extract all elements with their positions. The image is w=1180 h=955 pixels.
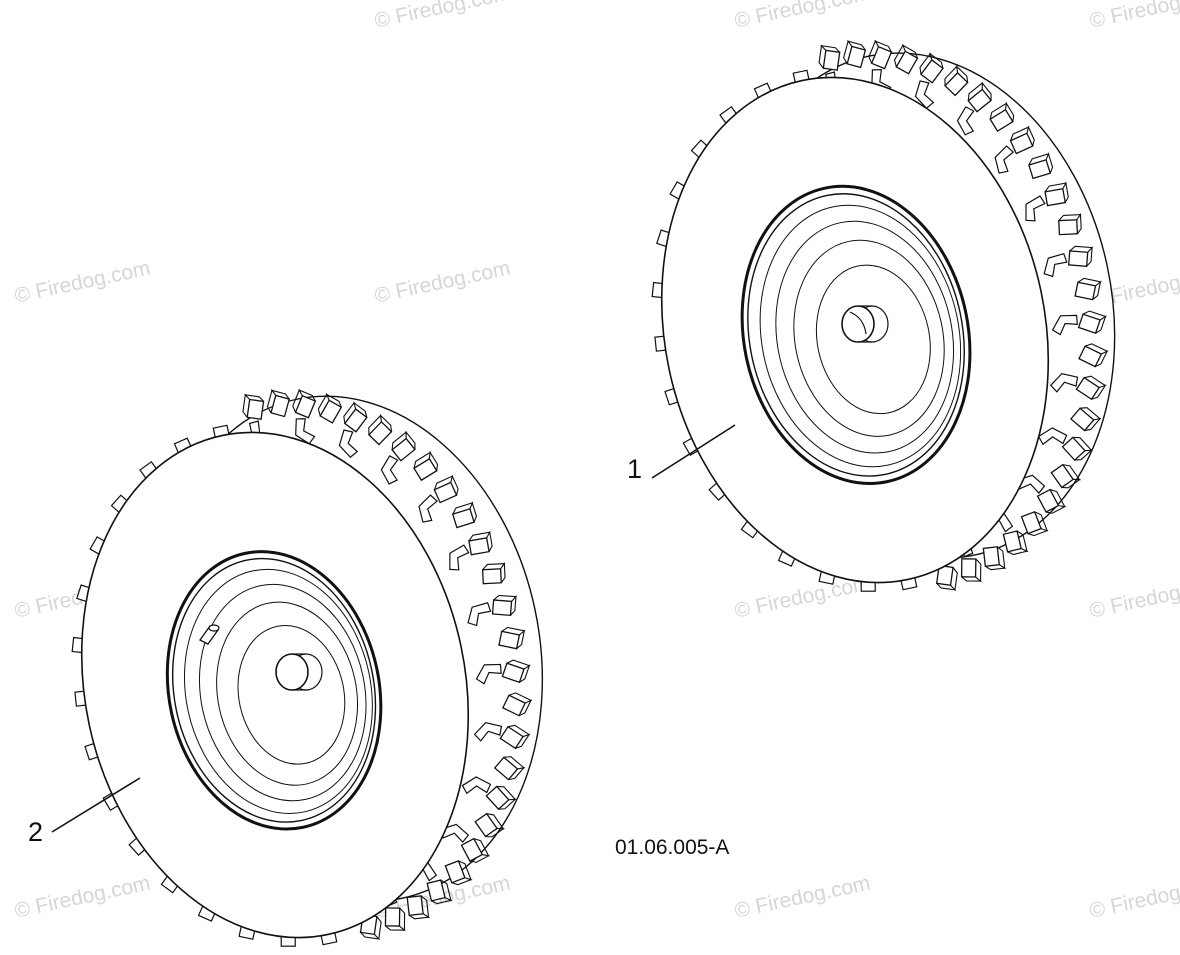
tread-lug xyxy=(498,626,526,650)
tread-lug xyxy=(967,81,992,113)
tread-lug xyxy=(499,724,531,750)
tread-lug xyxy=(501,659,531,684)
tread-chevron xyxy=(473,722,503,742)
axle-hub xyxy=(275,653,323,691)
tread-lug xyxy=(1070,407,1102,432)
tread-lug xyxy=(266,389,291,418)
tread-chevron xyxy=(1037,427,1068,446)
tread-lug xyxy=(1044,181,1069,207)
tread-lug xyxy=(444,860,473,886)
axle-hub xyxy=(841,305,889,343)
tread-chevron xyxy=(449,544,470,571)
leader-line-2 xyxy=(51,777,141,833)
tread-lug xyxy=(474,812,506,838)
tread-lug xyxy=(893,44,919,75)
tread-chevron xyxy=(1043,252,1068,278)
wheel-assembly-2 xyxy=(71,388,544,947)
tread-lug xyxy=(935,564,958,592)
tread-chevron xyxy=(380,455,399,485)
tread-lug xyxy=(1074,277,1102,301)
tread-lug xyxy=(451,501,478,529)
tread-lug xyxy=(242,393,265,420)
tread-lug xyxy=(491,594,518,617)
tread-lug xyxy=(368,414,393,446)
tread-lug xyxy=(317,393,343,424)
valve-stem xyxy=(199,624,220,645)
tread-lug xyxy=(413,450,439,482)
tread-chevron xyxy=(475,663,502,685)
tread-lug xyxy=(406,895,431,920)
tread-chevron xyxy=(461,776,492,795)
tread-chevron xyxy=(1025,195,1046,222)
tread-lug xyxy=(343,401,368,433)
tread-lug xyxy=(1077,310,1107,335)
tread-lug xyxy=(1036,488,1067,514)
tread-chevron xyxy=(440,823,470,844)
tread-chevron xyxy=(467,602,492,627)
tread-lug xyxy=(1050,463,1082,489)
tread-lug xyxy=(982,546,1007,571)
tread-chevron xyxy=(956,106,975,136)
tread-lug xyxy=(868,39,893,70)
tread-chevron xyxy=(295,418,316,445)
tread-lug xyxy=(501,692,533,717)
callout-label-2: 2 xyxy=(28,817,44,847)
callout-label-1: 1 xyxy=(627,454,643,484)
tread-chevron xyxy=(338,429,359,459)
tread-lug xyxy=(468,530,493,556)
tread-lug xyxy=(460,837,491,863)
tread-lug xyxy=(1002,530,1029,556)
tread-lug xyxy=(485,785,517,811)
tread-chevron xyxy=(1049,372,1079,393)
tread-lug xyxy=(1020,510,1049,537)
tread-lug xyxy=(433,474,459,504)
tread-lug xyxy=(818,44,841,71)
tread-lug xyxy=(493,756,526,781)
tread-lug xyxy=(1078,343,1109,368)
leader-line-1 xyxy=(651,424,736,479)
tread-lug xyxy=(384,907,406,932)
wheel-assembly-1 xyxy=(651,39,1116,592)
tread-lug xyxy=(391,430,416,462)
wheel-rim xyxy=(165,550,383,831)
tread-lug xyxy=(944,64,969,97)
tread-lug xyxy=(481,562,506,585)
tread-lug xyxy=(1028,152,1054,180)
tread-lug xyxy=(1067,245,1094,267)
tread-lug xyxy=(960,558,983,583)
drawing-number: 01.06.005-A xyxy=(615,836,730,859)
tread-lug xyxy=(426,879,453,905)
tread-lug xyxy=(843,39,867,69)
tread-lug xyxy=(1075,375,1107,401)
tread-chevron xyxy=(994,145,1015,174)
tread-lug xyxy=(919,52,944,84)
tread-lug xyxy=(1009,125,1035,155)
tread-lug xyxy=(989,101,1015,133)
tread-chevron xyxy=(418,494,439,523)
tread-chevron xyxy=(914,80,935,109)
tread-lug xyxy=(292,388,317,419)
tread-lug xyxy=(1061,436,1093,462)
tread-chevron xyxy=(1051,314,1078,336)
tread-lug xyxy=(1058,212,1082,236)
